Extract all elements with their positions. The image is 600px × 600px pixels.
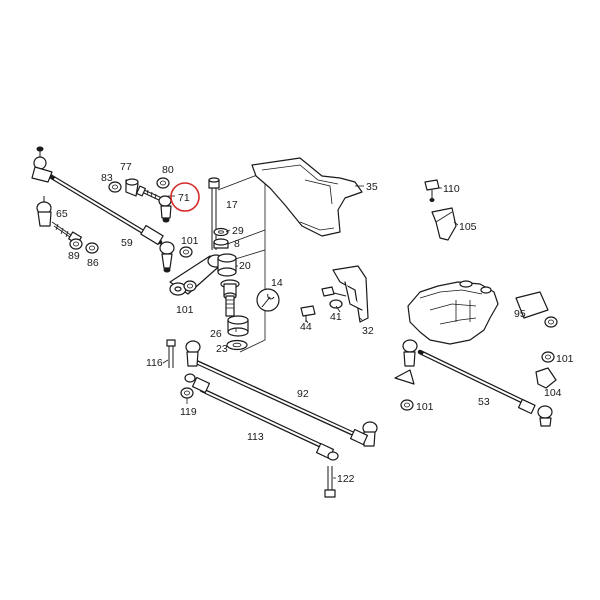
callout-101-lower[interactable]: 101 — [416, 401, 434, 413]
callout-65[interactable]: 65 — [56, 208, 68, 220]
highlight-circle-71[interactable] — [170, 182, 200, 212]
callout-23[interactable]: 23 — [216, 343, 228, 355]
bracket-32[interactable] — [332, 265, 369, 323]
bolt-44[interactable] — [300, 305, 316, 322]
callout-53[interactable]: 53 — [478, 396, 490, 408]
nut-80[interactable] — [156, 177, 170, 189]
ball-joint-upper-left[interactable] — [31, 146, 53, 183]
bolt-122[interactable] — [324, 466, 336, 498]
bolt-110[interactable] — [424, 179, 440, 202]
nut-101-right-b[interactable] — [541, 351, 555, 363]
callout-44[interactable]: 44 — [300, 321, 312, 333]
bushing-20[interactable] — [217, 253, 237, 277]
nut-86[interactable] — [85, 242, 99, 254]
idler-arm[interactable] — [169, 254, 225, 296]
callout-80[interactable]: 80 — [162, 164, 174, 176]
callout-101-left-a[interactable]: 101 — [181, 235, 199, 247]
washer-29[interactable] — [213, 227, 229, 237]
bushing-26[interactable] — [227, 315, 249, 337]
wrench-icon-14 — [256, 288, 280, 312]
nut-101-left-b[interactable] — [183, 280, 197, 292]
callout-71[interactable]: 71 — [178, 192, 190, 204]
callout-113[interactable]: 113 — [247, 431, 264, 443]
callout-110[interactable]: 110 — [443, 183, 460, 195]
bolt-71-shaft[interactable] — [136, 185, 163, 202]
callout-122[interactable]: 122 — [337, 473, 355, 485]
bracket-frame — [217, 171, 266, 353]
bolt-116[interactable] — [166, 339, 176, 368]
bracket-104[interactable] — [535, 367, 557, 389]
nut-101-left-a[interactable] — [179, 246, 193, 258]
nut-101-lower[interactable] — [400, 399, 414, 411]
bushing-83[interactable] — [108, 181, 122, 193]
ball-joint-71[interactable] — [158, 195, 175, 223]
callout-14[interactable]: 14 — [271, 277, 283, 289]
callout-41[interactable]: 41 — [330, 311, 342, 323]
callout-101-left-b[interactable]: 101 — [176, 304, 194, 316]
callout-104[interactable]: 104 — [544, 387, 562, 399]
bolt-41[interactable] — [321, 286, 347, 309]
bolt-17[interactable] — [208, 177, 220, 250]
bracket-105[interactable] — [431, 207, 457, 241]
shield-35[interactable] — [251, 157, 363, 237]
callout-26[interactable]: 26 — [210, 328, 222, 340]
tie-rod-end-65[interactable] — [36, 196, 82, 245]
idler-shaft[interactable] — [220, 279, 240, 317]
leader-lines — [162, 185, 459, 479]
nut-89[interactable] — [69, 238, 83, 250]
bushing-77[interactable] — [125, 178, 139, 197]
callout-17[interactable]: 17 — [226, 199, 238, 211]
callout-86[interactable]: 86 — [87, 257, 99, 269]
callout-92[interactable]: 92 — [297, 388, 309, 400]
bracket-95[interactable] — [515, 291, 549, 319]
callout-35[interactable]: 35 — [366, 181, 378, 193]
callout-89[interactable]: 89 — [68, 250, 80, 262]
nut-101-right-a[interactable] — [544, 316, 558, 328]
callout-105[interactable]: 105 — [459, 221, 477, 233]
nut-119[interactable] — [180, 387, 194, 399]
callout-20[interactable]: 20 — [239, 260, 251, 272]
callout-119[interactable]: 119 — [180, 406, 197, 418]
washer-23[interactable] — [226, 339, 248, 351]
bushing-8[interactable] — [213, 238, 229, 249]
callout-101-right-a[interactable]: 101 — [556, 353, 574, 365]
relay-rod-113[interactable] — [184, 373, 339, 461]
steering-gearbox[interactable] — [407, 280, 499, 345]
callout-95[interactable]: 95 — [514, 308, 526, 320]
callout-83[interactable]: 83 — [101, 172, 113, 184]
drag-link-92[interactable] — [185, 340, 378, 447]
callout-8[interactable]: 8 — [234, 238, 240, 250]
tie-rod-53[interactable] — [394, 339, 553, 427]
callout-77[interactable]: 77 — [120, 161, 132, 173]
callout-59[interactable]: 59 — [121, 237, 133, 249]
tie-rod-59[interactable] — [47, 173, 175, 273]
callout-32[interactable]: 32 — [362, 325, 374, 337]
callout-29[interactable]: 29 — [232, 225, 244, 237]
callout-116[interactable]: 116 — [146, 357, 163, 369]
